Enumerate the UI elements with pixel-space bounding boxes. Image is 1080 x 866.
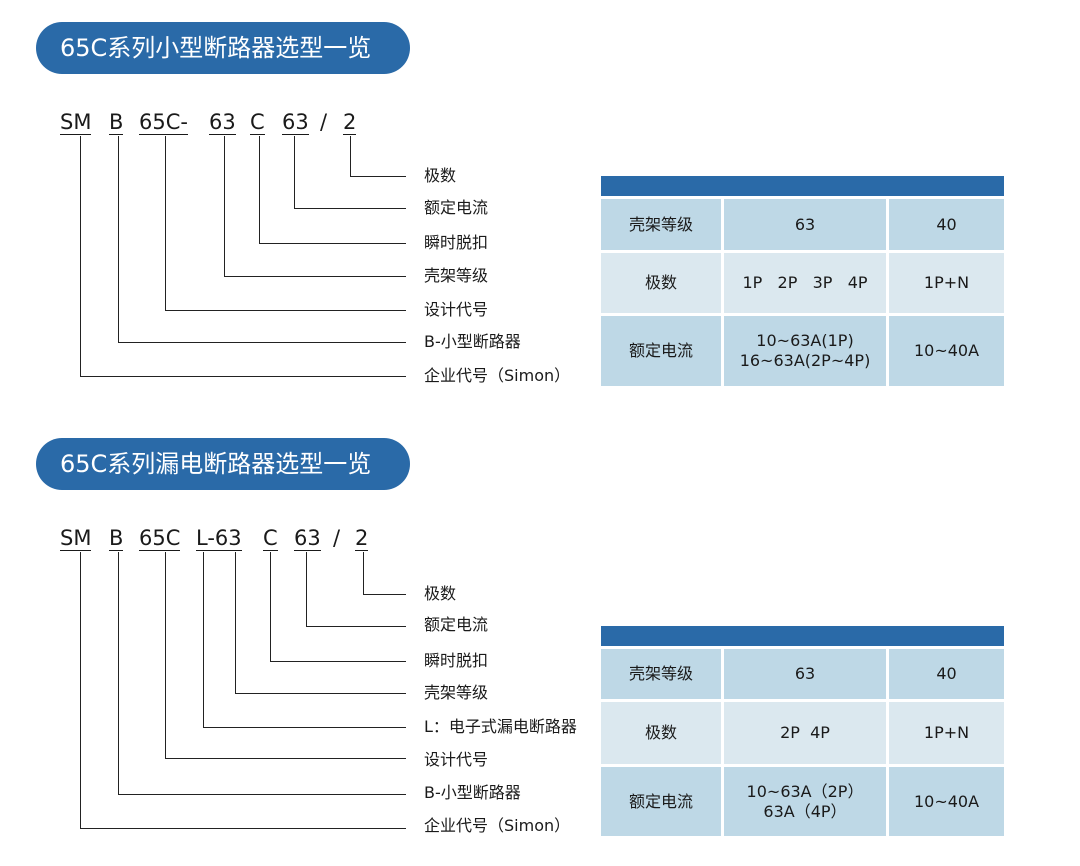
- bracket-frame: [224, 136, 406, 277]
- code-segment-b: B: [109, 526, 124, 551]
- section-title-banner: 65C系列漏电断路器选型一览: [36, 438, 410, 490]
- label-design-code: 设计代号: [424, 750, 489, 769]
- code-separator: /: [320, 110, 328, 134]
- label-rated-current: 额定电流: [424, 615, 489, 634]
- code-segment-trip: C: [263, 526, 278, 551]
- table-cell-line: 10~63A(1P): [756, 331, 854, 350]
- table-header-bar: [601, 626, 1004, 646]
- table-row-label: 极数: [601, 702, 721, 764]
- code-segment-poles: 2: [355, 526, 369, 551]
- table-cell: 63: [724, 649, 886, 699]
- table-cell: 40: [889, 199, 1004, 250]
- section-title: 65C系列小型断路器选型一览: [60, 34, 372, 62]
- table-cell: 1P 2P 3P 4P: [724, 253, 886, 313]
- table-cell-line: 16~63A(2P~4P): [739, 351, 871, 370]
- spec-table: 壳架等级 63 40 极数 1P 2P 3P 4P 1P+N 额定电流 10~6…: [601, 176, 1004, 386]
- label-instant-trip: 瞬时脱扣: [424, 233, 489, 252]
- label-rated-current: 额定电流: [424, 198, 489, 217]
- table-cell: 10~63A（2P） 63A（4P）: [724, 767, 886, 836]
- section-mcb: 65C系列小型断路器选型一览 SM B 65C- 63 C 63 / 2 极数 …: [0, 22, 1080, 442]
- bracket-poles: [363, 552, 406, 595]
- label-design-code: 设计代号: [424, 300, 489, 319]
- bracket-design: [165, 552, 406, 759]
- code-segment-frame: 63: [209, 110, 236, 135]
- bracket-type: [118, 552, 406, 795]
- label-poles: 极数: [424, 584, 457, 603]
- code-segment-sm: SM: [60, 110, 92, 135]
- table-cell: 2P 4P: [724, 702, 886, 764]
- label-poles: 极数: [424, 166, 457, 185]
- table-row-label: 额定电流: [601, 316, 721, 386]
- label-breaker-type: B-小型断路器: [424, 783, 521, 802]
- code-segment-b: B: [109, 110, 124, 135]
- code-segment-series: 65C: [139, 526, 181, 551]
- table-header-bar: [601, 176, 1004, 196]
- code-segment-series: 65C-: [139, 110, 188, 135]
- code-segment-leakage-frame: L-63: [196, 526, 242, 551]
- spec-table: 壳架等级 63 40 极数 2P 4P 1P+N 额定电流 10~63A（2P）…: [601, 626, 1004, 836]
- table-cell-line: 63A（4P）: [763, 801, 847, 821]
- bracket-type: [118, 136, 406, 343]
- bracket-current: [306, 552, 406, 627]
- table-cell: 63: [724, 199, 886, 250]
- table-cell: 10~63A(1P) 16~63A(2P~4P): [724, 316, 886, 386]
- table-cell: 1P+N: [889, 702, 1004, 764]
- section-title: 65C系列漏电断路器选型一览: [60, 450, 372, 478]
- bracket-current: [294, 136, 406, 209]
- label-leakage-type: L：电子式漏电断路器: [424, 717, 577, 736]
- section-title-banner: 65C系列小型断路器选型一览: [36, 22, 410, 74]
- bracket-poles: [350, 136, 406, 177]
- bracket-company: [80, 552, 406, 829]
- label-instant-trip: 瞬时脱扣: [424, 651, 489, 670]
- table-cell: 1P+N: [889, 253, 1004, 313]
- bracket-trip: [259, 136, 406, 244]
- code-segment-trip: C: [250, 110, 265, 135]
- code-segment-current: 63: [294, 526, 321, 551]
- bracket-design: [165, 136, 406, 311]
- table-row-label: 额定电流: [601, 767, 721, 836]
- bracket-trip: [270, 552, 406, 662]
- bracket-frame: [235, 552, 406, 694]
- code-segment-sm: SM: [60, 526, 92, 551]
- table-cell: 10~40A: [889, 316, 1004, 386]
- label-frame-grade: 壳架等级: [424, 266, 489, 285]
- bracket-leakage: [203, 552, 406, 728]
- label-breaker-type: B-小型断路器: [424, 332, 521, 351]
- table-row-label: 壳架等级: [601, 649, 721, 699]
- section-rcbo: 65C系列漏电断路器选型一览 SM B 65C L-63 C 63 / 2 极数…: [0, 438, 1080, 858]
- label-company-code: 企业代号（Simon）: [424, 366, 571, 385]
- label-company-code: 企业代号（Simon）: [424, 816, 571, 835]
- bracket-company: [80, 136, 406, 377]
- table-row-label: 极数: [601, 253, 721, 313]
- code-segment-poles: 2: [343, 110, 357, 135]
- code-separator: /: [333, 526, 341, 550]
- table-cell: 40: [889, 649, 1004, 699]
- table-row-label: 壳架等级: [601, 199, 721, 250]
- table-cell: 10~40A: [889, 767, 1004, 836]
- table-cell-line: 10~63A（2P）: [746, 781, 864, 801]
- code-segment-current: 63: [282, 110, 309, 135]
- label-frame-grade: 壳架等级: [424, 683, 489, 702]
